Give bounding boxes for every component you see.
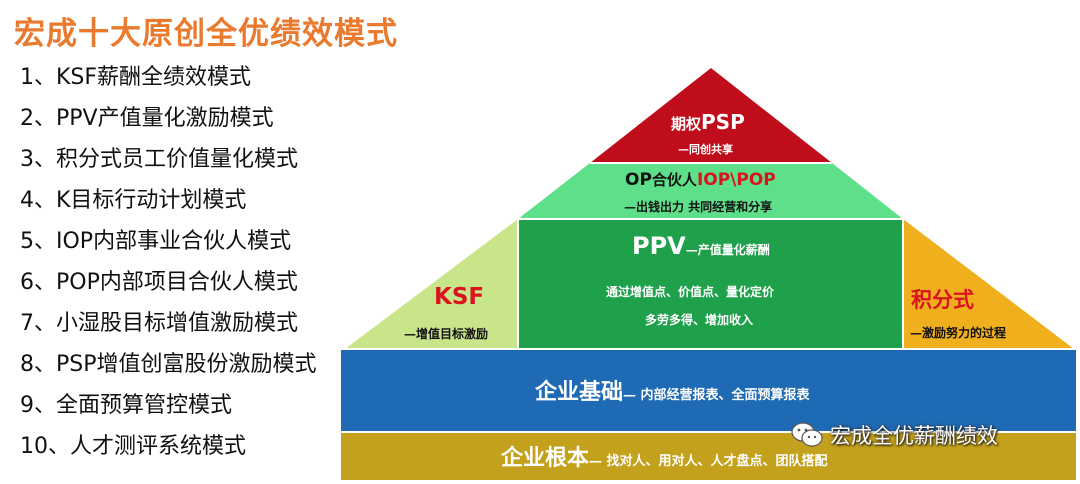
- op-title: OP合伙人IOP\POP: [625, 170, 776, 190]
- root-layer: [341, 432, 1076, 480]
- ksf-layer: [345, 219, 518, 349]
- ksf-subtitle: —增值目标激励: [404, 327, 489, 341]
- ksf-title: KSF: [434, 284, 485, 310]
- list-item: 10、人才测评系统模式: [20, 434, 246, 459]
- ppv-layer: [518, 219, 903, 349]
- list-item: 5、IOP内部事业合伙人模式: [20, 229, 292, 254]
- wechat-icon: [791, 422, 823, 447]
- list-item: 6、POP内部项目合伙人模式: [20, 270, 298, 295]
- op-subtitle: —出钱出力 共同经营和分享: [624, 200, 773, 214]
- ppv-title: PPV—产值量化薪酬: [632, 232, 770, 260]
- points-title: 积分式: [911, 287, 974, 312]
- list-item: 8、PSP增值创富股份激励模式: [20, 352, 317, 377]
- list-item: 4、K目标行动计划模式: [20, 188, 247, 213]
- foundation-layer: [341, 349, 1076, 432]
- watermark-text: 宏成全优薪酬绩效: [830, 424, 998, 448]
- psp-title: 期权PSP: [671, 110, 745, 134]
- list-item: 9、全面预算管控模式: [20, 393, 232, 418]
- list-item: 1、KSF薪酬全绩效模式: [20, 65, 252, 90]
- op-layer: [518, 163, 903, 219]
- points-subtitle: —激励努力的过程: [910, 326, 1007, 340]
- list-item: 2、PPV产值量化激励模式: [20, 106, 274, 131]
- mode-list: 1、KSF薪酬全绩效模式 2、PPV产值量化激励模式 3、积分式员工价值量化模式…: [20, 62, 317, 472]
- page-title: 宏成十大原创全优绩效模式: [14, 16, 398, 52]
- ppv-line1: 通过增值点、价值点、量化定价: [606, 285, 775, 299]
- list-item: 7、小湿股目标增值激励模式: [20, 311, 298, 336]
- points-layer: [903, 219, 1074, 349]
- psp-subtitle: —同创共享: [678, 143, 733, 156]
- foundation-label: 企业基础— 内部经营报表、全面预算报表: [535, 379, 810, 405]
- ppv-line2: 多劳多得、增加收入: [645, 313, 754, 327]
- psp-layer: [590, 68, 832, 163]
- root-label: 企业根本— 找对人、用对人、人才盘点、团队搭配: [501, 445, 828, 471]
- watermark: 宏成全优薪酬绩效: [790, 420, 998, 450]
- list-item: 3、积分式员工价值量化模式: [20, 147, 298, 172]
